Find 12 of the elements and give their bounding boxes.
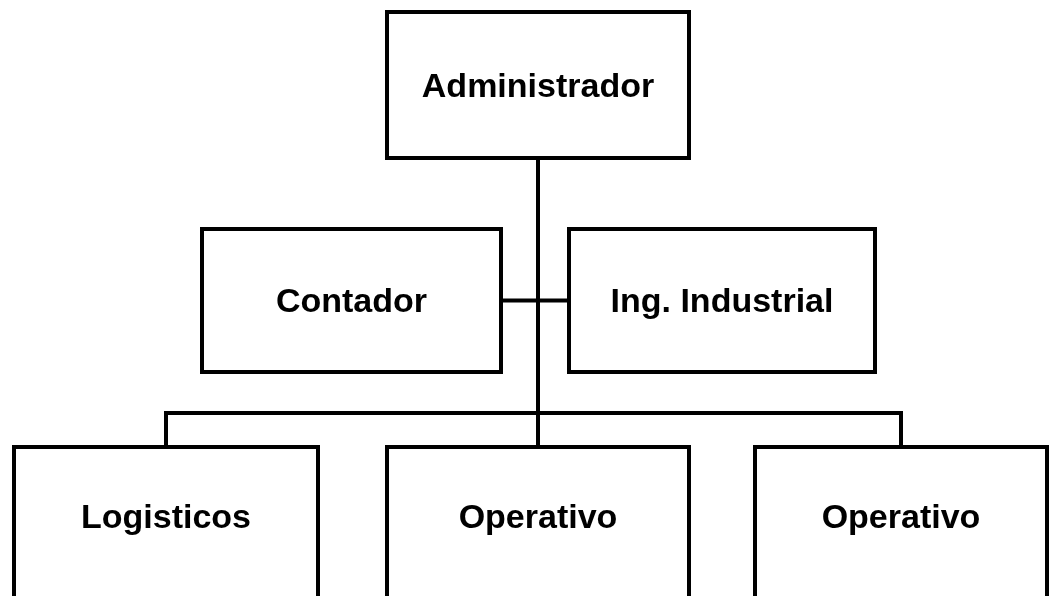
role-title: Contador: [275, 280, 428, 322]
role-box: [753, 445, 1049, 596]
role-title: Administrador: [421, 64, 655, 106]
role-box: [12, 445, 320, 596]
role-box: [385, 10, 691, 160]
role-title: Operativo: [458, 495, 618, 537]
role-title: Logisticos: [81, 495, 251, 537]
role-box: [567, 227, 877, 374]
role-title: Operativo: [821, 495, 981, 537]
role-title: Ing. Industrial: [610, 280, 834, 322]
role-box: [385, 445, 691, 596]
role-box: [200, 227, 503, 374]
